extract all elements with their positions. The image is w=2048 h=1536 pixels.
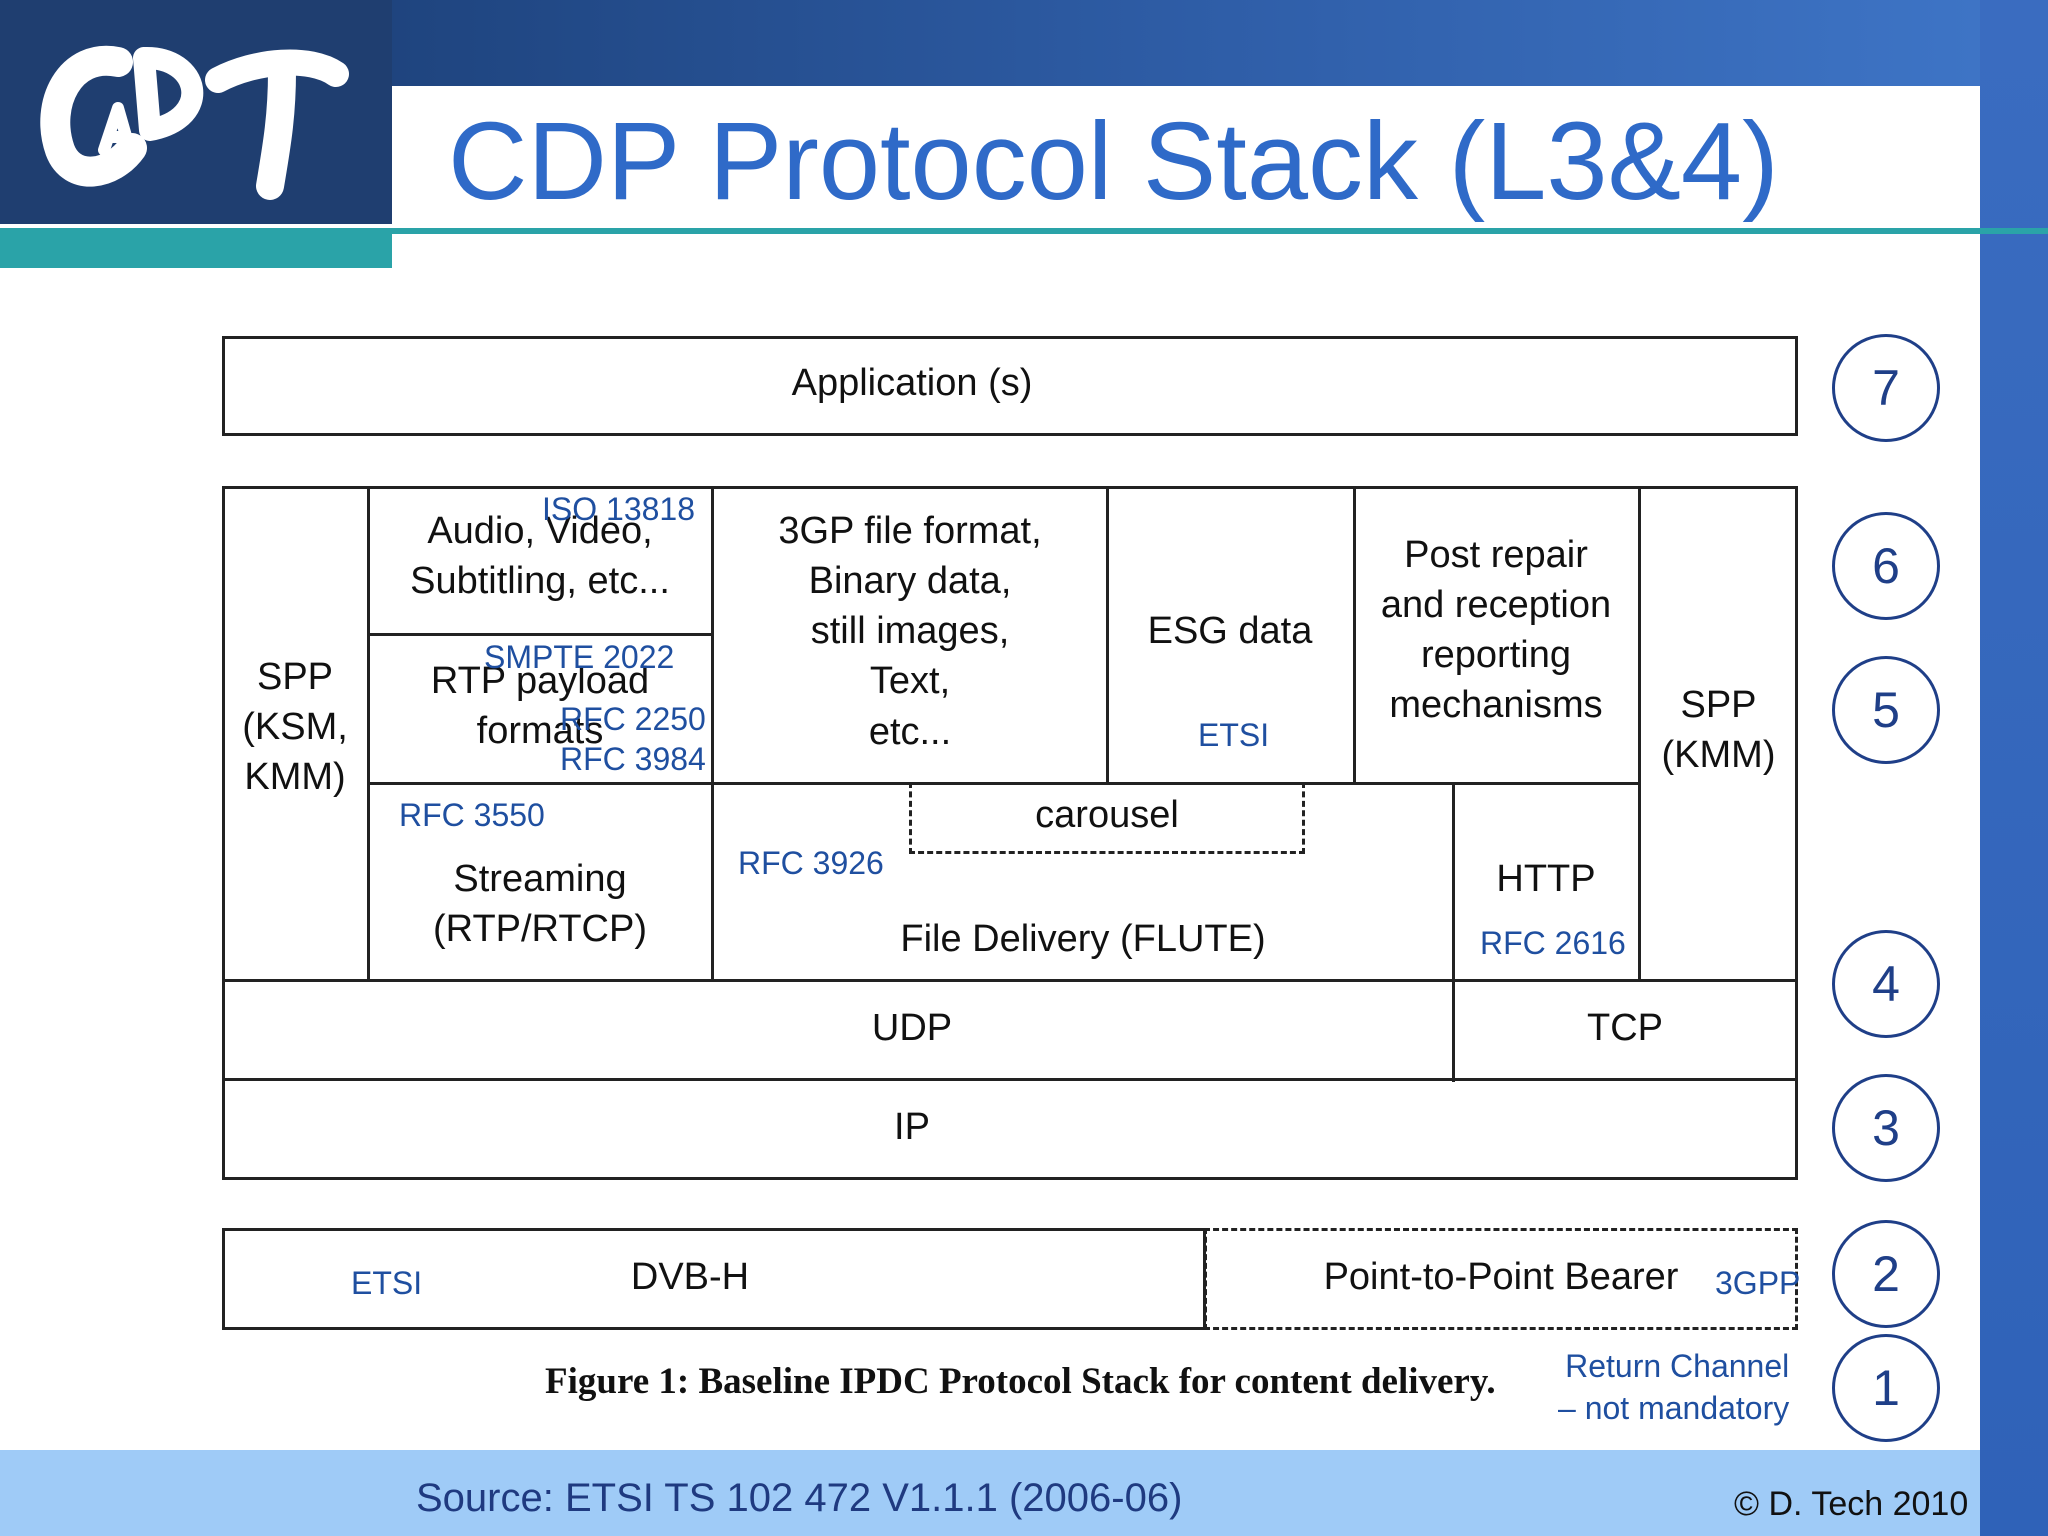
streaming-label: Streaming (RTP/RTCP)	[433, 858, 647, 951]
divider	[1638, 486, 1641, 982]
audio-video-label: Audio, Video, Subtitling, etc...	[410, 510, 670, 603]
application-box	[222, 336, 1798, 436]
rfc-2250-ref: RFC 2250	[560, 701, 706, 737]
application-label: Application (s)	[791, 362, 1033, 404]
post-repair-label: Post repair and reception reporting mech…	[1380, 534, 1612, 727]
rfc-3926-ref: RFC 3926	[738, 845, 884, 881]
rtp-payload-label: RTP payload formats	[430, 660, 650, 753]
3gpp-ref: 3GPP	[1715, 1265, 1801, 1301]
divider	[1353, 486, 1356, 784]
teal-accent	[0, 228, 392, 268]
flute-label: File Delivery (FLUTE)	[900, 918, 1266, 960]
layer-6-circle: 6	[1832, 512, 1940, 620]
layer-7-circle: 7	[1832, 334, 1940, 442]
rfc-3984-ref: RFC 3984	[560, 741, 706, 777]
return-channel-ref: Return Channel – not mandatory	[1558, 1348, 1790, 1426]
cadt-logo	[40, 45, 349, 200]
udp-label: UDP	[871, 1007, 953, 1049]
rfc-2616-ref: RFC 2616	[1480, 925, 1626, 961]
divider	[1452, 782, 1455, 1082]
iso-13818-ref: ISO 13818	[542, 491, 695, 527]
copyright-notice: © D. Tech 2010	[1734, 1485, 1969, 1523]
page-title: CDP Protocol Stack (L3&4)	[448, 100, 1779, 223]
logo-panel	[0, 0, 392, 224]
p2p-bearer-label: Point-to-Point Bearer	[1323, 1256, 1679, 1298]
divider	[367, 486, 370, 982]
divider	[222, 979, 1798, 982]
layer-1-circle: 1	[1832, 1334, 1940, 1442]
etsi-dvb-ref: ETSI	[351, 1265, 423, 1301]
file-formats-label: 3GP file format, Binary data, still imag…	[778, 510, 1042, 753]
layer-2-circle: 2	[1832, 1220, 1940, 1328]
carousel-box	[909, 782, 1305, 854]
source-citation: Source: ETSI TS 102 472 V1.1.1 (2006-06)	[416, 1476, 1183, 1520]
right-band	[1980, 0, 2048, 1536]
teal-divider	[0, 228, 2048, 234]
rfc-3550-ref: RFC 3550	[399, 797, 545, 833]
spp-right-label: SPP (KMM)	[1661, 684, 1776, 777]
http-label: HTTP	[1496, 858, 1596, 900]
divider	[367, 633, 713, 636]
layer-5-circle: 5	[1832, 656, 1940, 764]
dvbh-label: DVB-H	[630, 1256, 750, 1298]
layer-4-circle: 4	[1832, 930, 1940, 1038]
tcp-label: TCP	[1587, 1007, 1663, 1049]
carousel-label: carousel	[1035, 794, 1179, 836]
divider	[1452, 979, 1455, 1079]
smpte-2022-ref: SMPTE 2022	[484, 639, 675, 675]
etsi-esg-ref: ETSI	[1198, 717, 1270, 753]
spp-left-label: SPP (KSM, KMM)	[242, 656, 348, 799]
divider	[711, 486, 714, 982]
ip-label: IP	[894, 1106, 930, 1148]
title-area	[392, 86, 1980, 228]
layer-3-circle: 3	[1832, 1074, 1940, 1182]
figure-caption: Figure 1: Baseline IPDC Protocol Stack f…	[545, 1361, 1496, 1402]
footer-bar	[0, 1450, 1980, 1536]
divider	[1106, 486, 1109, 784]
stack-frame	[222, 486, 1798, 1180]
dvbh-box	[222, 1228, 1206, 1330]
esg-data-label: ESG data	[1147, 610, 1313, 652]
divider	[222, 1078, 1798, 1081]
p2p-bearer-box	[1204, 1228, 1798, 1330]
